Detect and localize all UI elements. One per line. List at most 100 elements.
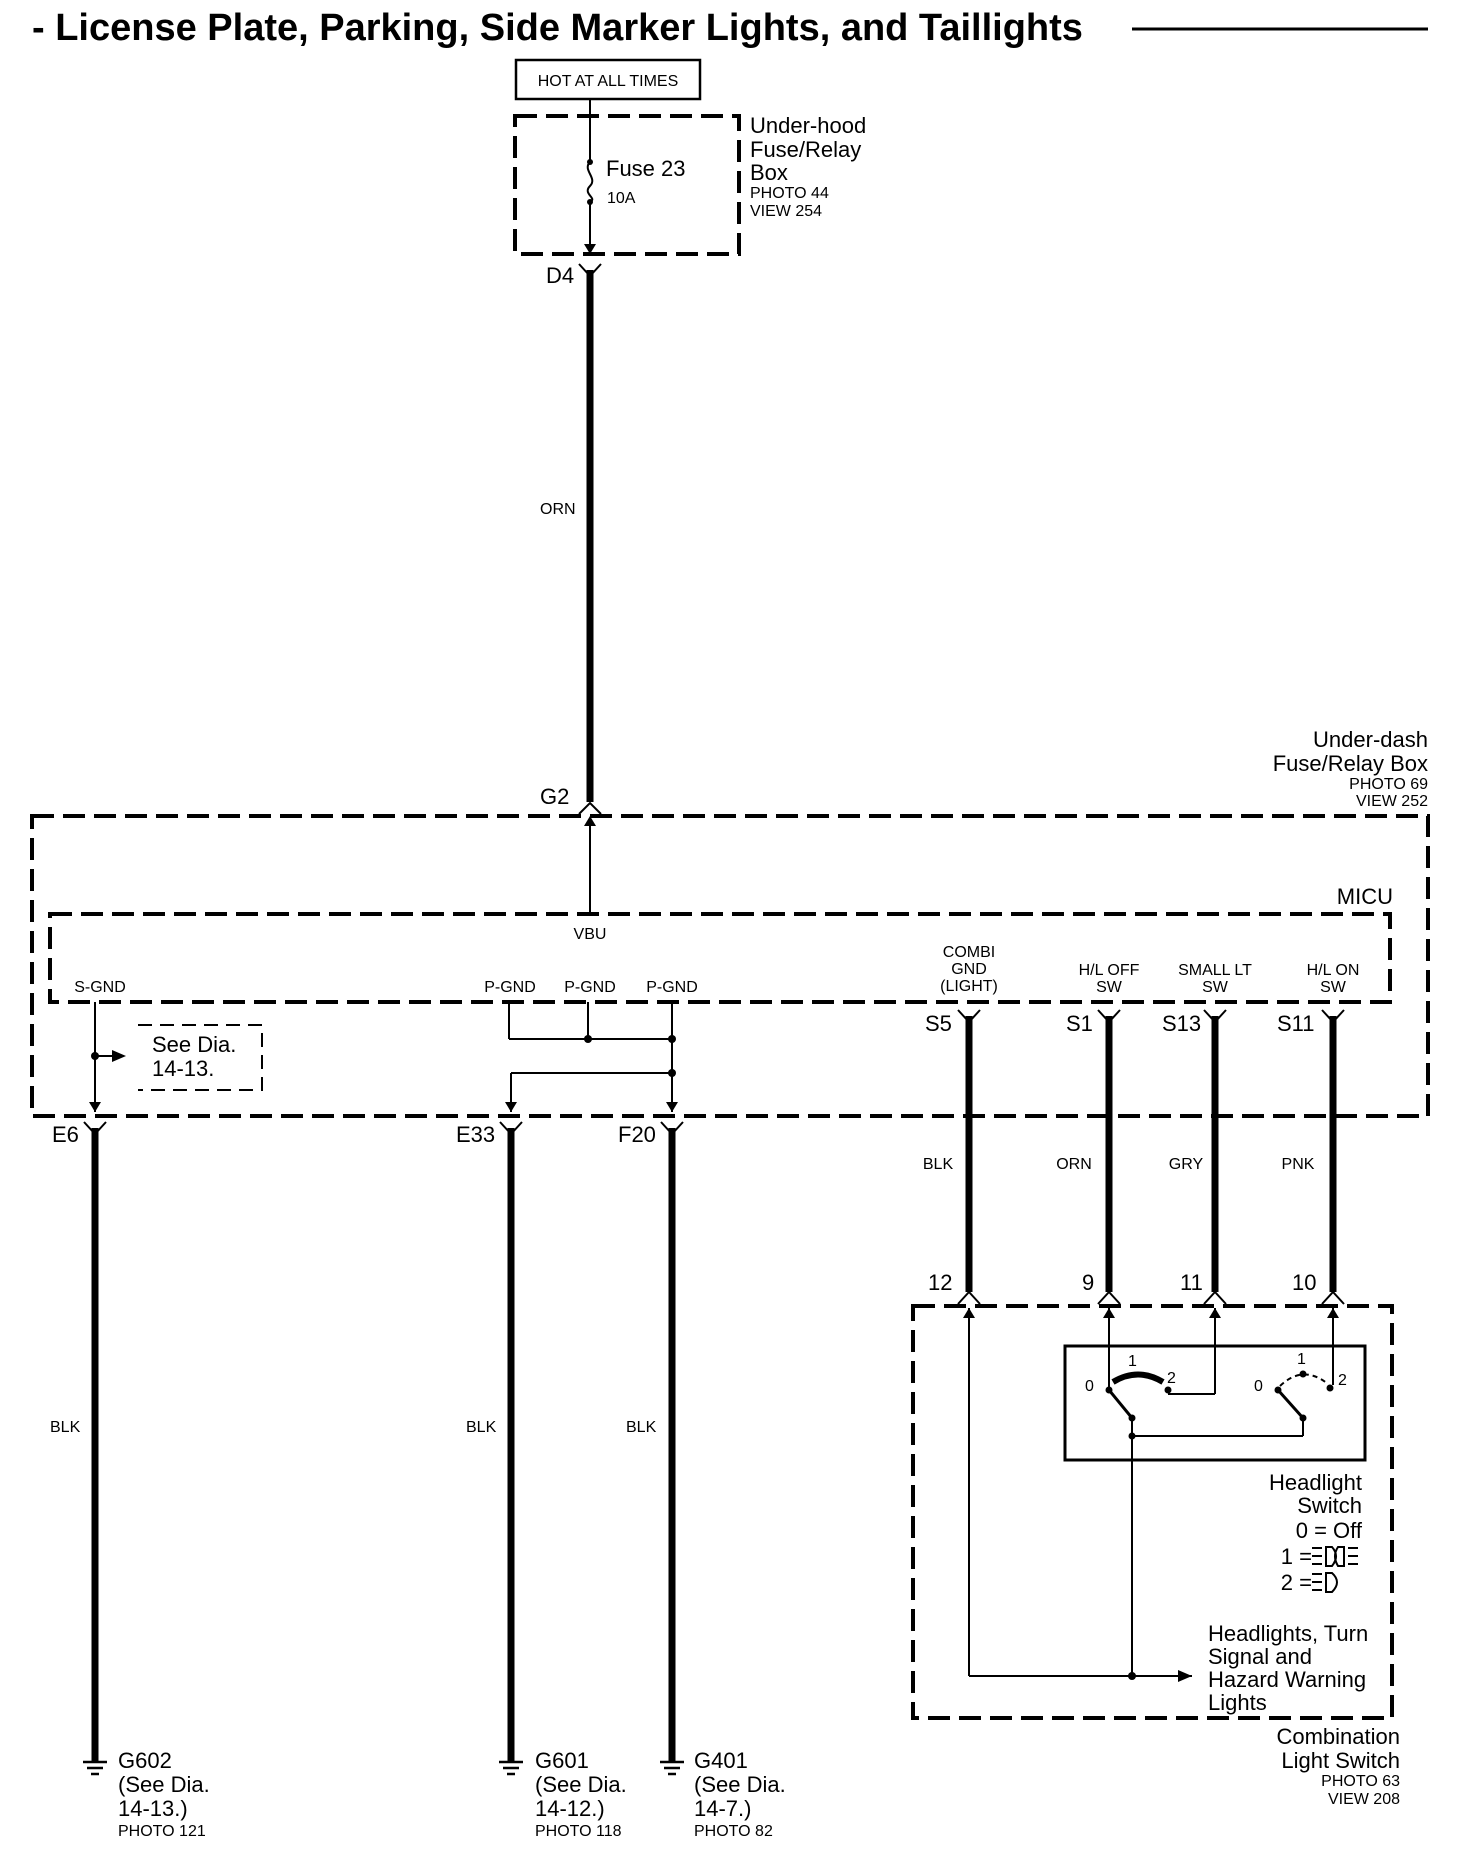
ground-g602-ref-2: 14-13.) xyxy=(118,1796,188,1821)
switch-pin-12-mark xyxy=(957,1290,981,1305)
switch-pin-9-mark xyxy=(1097,1290,1121,1305)
orn-main-wire-label: ORN xyxy=(540,501,576,518)
connector-s13: S13 xyxy=(1162,1011,1201,1036)
underhood-fuse-relay-box xyxy=(513,114,741,256)
underhood-photo: PHOTO 44 xyxy=(750,185,829,202)
switch-b-pos-2: 2 xyxy=(1338,1372,1347,1389)
pnk-wire-s11-label: PNK xyxy=(1282,1156,1315,1173)
combination-photo: PHOTO 63 xyxy=(1321,1773,1400,1790)
diagram-title: - License Plate, Parking, Side Marker Li… xyxy=(32,7,1083,49)
orn-wire-s1-label: ORN xyxy=(1056,1156,1092,1173)
connector-e33: E33 xyxy=(456,1122,495,1147)
combination-label-1: Combination xyxy=(1276,1724,1400,1749)
connector-s1: S1 xyxy=(1066,1011,1093,1036)
switch-b-blade xyxy=(1276,1389,1305,1419)
micu-hloff-1: H/L OFF xyxy=(1079,962,1140,979)
connector-g2-mark xyxy=(578,801,602,815)
underhood-label-3: Box xyxy=(750,160,788,185)
switch-b-arc xyxy=(1279,1373,1329,1387)
switch-pin-11-mark xyxy=(1203,1290,1227,1305)
underhood-label-2: Fuse/Relay xyxy=(750,137,861,162)
f20-arrow xyxy=(666,1102,678,1112)
underdash-photo: PHOTO 69 xyxy=(1349,776,1428,793)
connector-s5: S5 xyxy=(925,1011,952,1036)
switch-a-blade xyxy=(1107,1389,1134,1419)
e33-arrow xyxy=(505,1102,517,1112)
see-dia-line-1: See Dia. xyxy=(152,1032,236,1057)
connector-g2: G2 xyxy=(540,784,569,809)
see-dia-line-2: 14-13. xyxy=(152,1056,214,1081)
micu-hlon-2: SW xyxy=(1320,979,1347,996)
blk-wire-f20-label: BLK xyxy=(626,1419,657,1436)
headlight-switch-off: 0 = Off xyxy=(1296,1518,1363,1543)
micu-hloff-2: SW xyxy=(1096,979,1123,996)
underdash-view: VIEW 252 xyxy=(1356,793,1428,810)
ground-g601-icon xyxy=(499,1760,523,1776)
micu-pgnd-1: P-GND xyxy=(484,979,536,996)
switch-tie-junction xyxy=(1128,1432,1136,1440)
combination-light-switch-box xyxy=(911,1304,1394,1720)
underdash-fuse-relay-box xyxy=(30,814,1430,1118)
parking-light-icon xyxy=(1312,1546,1358,1567)
ground-g401-ref-1: (See Dia. xyxy=(694,1772,786,1797)
headlight-switch-title-2: Switch xyxy=(1297,1493,1362,1518)
connector-e6: E6 xyxy=(52,1122,79,1147)
micu-box xyxy=(48,912,1392,1004)
switch-a-arc xyxy=(1111,1371,1165,1385)
switch-a-pos-2: 2 xyxy=(1167,1370,1176,1387)
ground-g601-name: G601 xyxy=(535,1748,589,1773)
fuse-23-symbol xyxy=(586,161,594,203)
ground-g602-photo: PHOTO 121 xyxy=(118,1823,206,1840)
underdash-label-2: Fuse/Relay Box xyxy=(1273,751,1428,776)
switch-pin-11: 11 xyxy=(1180,1270,1203,1295)
headlight-icon xyxy=(1312,1572,1338,1593)
gry-wire-s13-label: GRY xyxy=(1169,1156,1204,1173)
vbu-arrow xyxy=(584,816,596,826)
micu-label: MICU xyxy=(1337,884,1393,909)
headlight-switch-title-1: Headlight xyxy=(1269,1470,1362,1495)
headlights-ref-4: Lights xyxy=(1208,1690,1267,1715)
ground-g601-ref-1: (See Dia. xyxy=(535,1772,627,1797)
ground-g602-icon xyxy=(83,1760,107,1776)
pgnd-junction-3 xyxy=(668,1069,676,1077)
headlights-ref-arrow xyxy=(1178,1670,1192,1682)
switch-ground-junction xyxy=(1128,1672,1136,1680)
pgnd-junction-2 xyxy=(668,1035,676,1043)
switch-a-contact-2 xyxy=(1164,1386,1172,1394)
headlights-ref-2: Signal and xyxy=(1208,1644,1312,1669)
micu-combi-3: (LIGHT) xyxy=(940,978,998,995)
connector-s11: S11 xyxy=(1277,1011,1315,1036)
ground-g601-photo: PHOTO 118 xyxy=(535,1823,622,1840)
switch-pin-12: 12 xyxy=(928,1270,952,1295)
see-dia-arrow xyxy=(112,1050,126,1062)
ground-g401-icon xyxy=(660,1760,684,1776)
micu-smalllt-1: SMALL LT xyxy=(1178,962,1252,979)
ground-g401-name: G401 xyxy=(694,1748,748,1773)
switch-b-pos-0: 0 xyxy=(1254,1378,1263,1395)
underhood-label-1: Under-hood xyxy=(750,113,866,138)
switch-b-contact-1 xyxy=(1299,1370,1307,1378)
pgnd-junction-1 xyxy=(584,1035,592,1043)
blk-wire-s5-label: BLK xyxy=(923,1156,954,1173)
sgnd-arrow xyxy=(89,1102,101,1112)
ground-g401-ref-2: 14-7.) xyxy=(694,1796,751,1821)
micu-sgnd: S-GND xyxy=(74,979,126,996)
headlight-switch-pos-2: 2 = xyxy=(1281,1570,1312,1595)
headlight-switch-pos-1: 1 = xyxy=(1281,1544,1312,1569)
connector-f20: F20 xyxy=(618,1122,656,1147)
switch-pin-9: 9 xyxy=(1082,1270,1094,1295)
fuse-name: Fuse 23 xyxy=(606,156,686,181)
ground-g601-ref-2: 14-12.) xyxy=(535,1796,605,1821)
micu-pgnd-2: P-GND xyxy=(564,979,616,996)
see-dia-bracket xyxy=(138,1024,263,1091)
ground-g401-photo: PHOTO 82 xyxy=(694,1823,773,1840)
micu-hlon-1: H/L ON xyxy=(1307,962,1360,979)
switch-a-pos-1: 1 xyxy=(1128,1353,1137,1370)
ground-g602-ref-1: (See Dia. xyxy=(118,1772,210,1797)
micu-pgnd-3: P-GND xyxy=(646,979,698,996)
headlights-ref-3: Hazard Warning xyxy=(1208,1667,1366,1692)
headlights-ref-1: Headlights, Turn xyxy=(1208,1621,1368,1646)
micu-combi-1: COMBI xyxy=(943,944,995,961)
micu-smalllt-2: SW xyxy=(1202,979,1229,996)
